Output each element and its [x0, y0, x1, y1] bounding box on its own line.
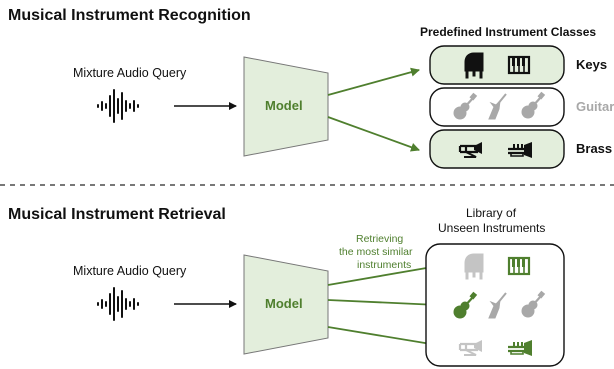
- recognition-title: Musical Instrument Recognition: [8, 7, 251, 24]
- grand-piano-icon: [464, 253, 484, 280]
- retrieving-line1: Retrieving: [356, 233, 404, 245]
- grand-piano-icon: [464, 52, 484, 79]
- library-title-line1: Library of: [466, 206, 517, 220]
- class-label-brass: Brass: [576, 141, 613, 156]
- arrow-to-guitar: [327, 299, 439, 310]
- retrieving-line3: instruments: [357, 259, 412, 271]
- waveform-icon: [97, 287, 139, 321]
- retrieving-line2: the most similar: [339, 246, 413, 258]
- model-block: [243, 56, 329, 157]
- arrow-to-keys: [327, 262, 439, 286]
- classes-title: Predefined Instrument Classes: [420, 25, 597, 39]
- model-label: Model: [265, 98, 303, 113]
- library-title-line2: Unseen Instruments: [438, 221, 546, 235]
- retrieval-title: Musical Instrument Retrieval: [8, 206, 226, 223]
- class-box-keys: [429, 45, 565, 85]
- model-block: [243, 254, 329, 355]
- class-label-guitar: Guitar: [576, 99, 614, 114]
- arrow-to-trumpet: [327, 326, 444, 350]
- class-box-brass: [429, 129, 565, 169]
- model-label: Model: [265, 296, 303, 311]
- arrow-to-keys: [327, 67, 420, 96]
- query-label: Mixture Audio Query: [73, 264, 187, 278]
- arrow-to-brass: [327, 116, 420, 152]
- waveform-icon: [97, 89, 139, 123]
- class-label-keys: Keys: [576, 57, 608, 72]
- query-label: Mixture Audio Query: [73, 66, 187, 80]
